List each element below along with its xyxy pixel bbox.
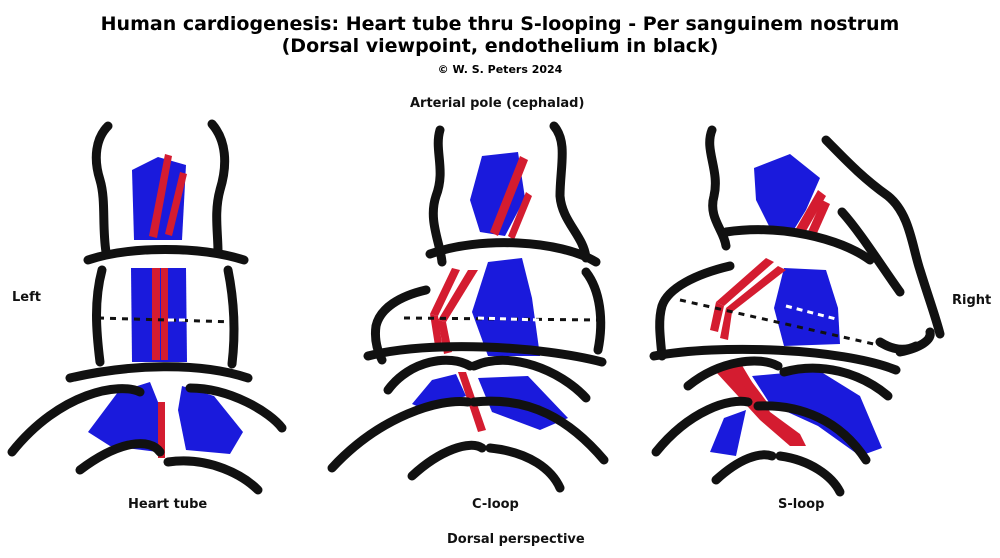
s-loop-midline <box>679 298 901 352</box>
diagram-title: Human cardiogenesis: Heart tube thru S-l… <box>100 13 900 35</box>
label-right: Right <box>952 293 992 308</box>
c-loop-vessels <box>430 156 532 432</box>
c-loop-stage <box>327 121 609 493</box>
label-heart-tube: Heart tube <box>128 497 208 512</box>
label-arterial-pole: Arterial pole (cephalad) <box>410 96 585 111</box>
label-s-loop: S-loop <box>778 497 825 512</box>
label-c-loop: C-loop <box>472 497 519 512</box>
s-loop-outline <box>649 125 945 497</box>
s-loop-stage <box>649 125 945 497</box>
label-left: Left <box>12 290 41 305</box>
s-loop-midline-dorsal <box>785 304 841 322</box>
heart-tube-vessels <box>149 154 187 458</box>
c-loop-outline <box>327 121 609 493</box>
heart-tube-stage <box>7 119 287 495</box>
label-dorsal-perspective: Dorsal perspective <box>447 532 585 547</box>
heart-tube-outline <box>7 119 287 495</box>
diagram-subtitle: (Dorsal viewpoint, endothelium in black) <box>281 35 719 57</box>
copyright-credit: © W. S. Peters 2024 <box>437 63 563 76</box>
